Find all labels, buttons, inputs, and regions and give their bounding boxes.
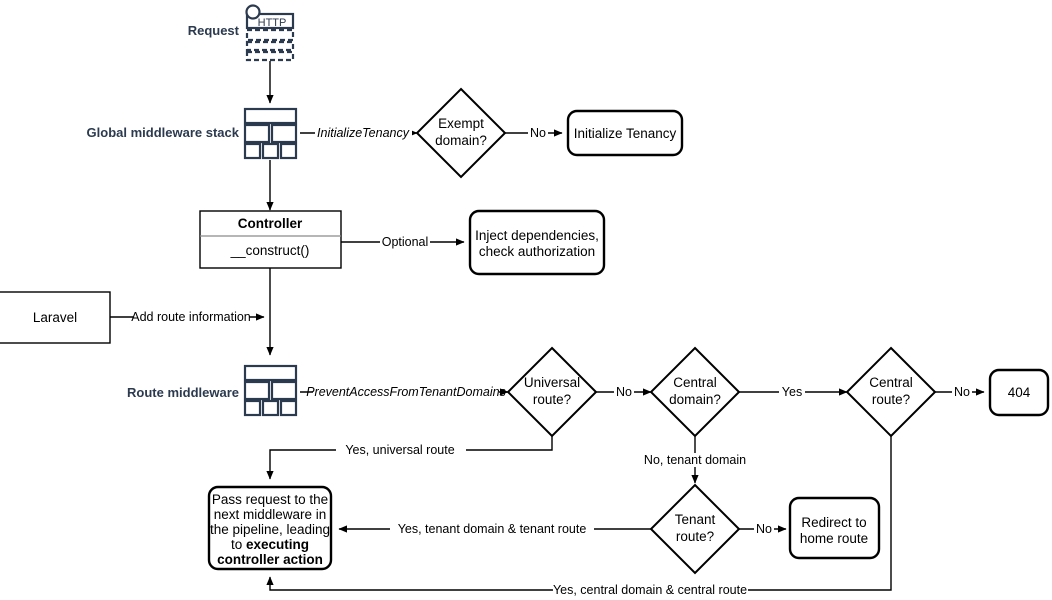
edge-label-initialize-tenancy: InitializeTenancy xyxy=(317,126,410,140)
edge-label-prevent-access: PreventAccessFromTenantDomains xyxy=(306,385,506,399)
node-inject-dependencies-line1: Inject dependencies, xyxy=(475,228,599,243)
node-redirect-home-line2: home route xyxy=(800,531,868,546)
node-controller-title: Controller xyxy=(238,216,303,231)
node-pass-request-line4-bold: executing xyxy=(246,537,309,552)
decision-tenant-route-line1: Tenant xyxy=(675,512,716,527)
node-pass-request-line1: Pass request to the xyxy=(212,492,328,507)
global-middleware-stack-icon xyxy=(243,107,298,160)
decision-exempt-domain-line2: domain? xyxy=(435,133,487,148)
label-route-middleware: Route middleware xyxy=(127,385,239,400)
route-middleware-stack-icon xyxy=(243,364,298,417)
http-request-icon xyxy=(245,4,295,62)
decision-central-route-line1: Central xyxy=(869,375,913,390)
decision-central-route-line2: route? xyxy=(872,392,910,407)
decision-central-domain-line2: domain? xyxy=(669,392,721,407)
edge-label-yes-tenant-domain-tenant-route: Yes, tenant domain & tenant route xyxy=(398,522,587,536)
edge-label-optional: Optional xyxy=(382,235,429,249)
node-404[interactable] xyxy=(988,368,1050,417)
edge-label-yes-central-domain-central-route: Yes, central domain & central route xyxy=(553,583,747,597)
node-inject-dependencies[interactable] xyxy=(468,209,606,276)
node-pass-request[interactable] xyxy=(207,485,333,571)
node-redirect-home-route[interactable] xyxy=(788,496,881,560)
decision-universal-route-line2: route? xyxy=(533,392,571,407)
edge-label-central-domain-yes: Yes xyxy=(782,385,802,399)
http-badge-label: HTTP xyxy=(258,17,287,29)
edge-label-central-route-no: No xyxy=(954,385,970,399)
node-pass-request-line3: the pipeline, leading xyxy=(210,522,330,537)
node-pass-request-line5: controller action xyxy=(217,552,323,567)
edge-label-exempt-no: No xyxy=(530,126,546,140)
decision-exempt-domain-line1: Exempt xyxy=(438,116,484,131)
node-initialize-tenancy[interactable] xyxy=(566,109,684,157)
label-global-middleware-stack: Global middleware stack xyxy=(87,125,240,140)
node-laravel[interactable] xyxy=(0,291,111,344)
edge-label-yes-universal-route: Yes, universal route xyxy=(345,443,454,457)
edge-label-no-tenant-domain: No, tenant domain xyxy=(644,453,746,467)
node-404-label: 404 xyxy=(1008,385,1031,400)
edge-label-tenant-route-no: No xyxy=(756,522,772,536)
node-controller-method: __construct() xyxy=(230,243,310,258)
node-controller[interactable] xyxy=(199,210,342,269)
decision-central-domain-line1: Central xyxy=(673,375,717,390)
node-laravel-label: Laravel xyxy=(33,310,77,325)
node-initialize-tenancy-label: Initialize Tenancy xyxy=(574,126,677,141)
decision-tenant-route-line2: route? xyxy=(676,529,714,544)
decision-tenant-route[interactable] xyxy=(649,483,741,575)
node-pass-request-line4: to executing xyxy=(231,537,309,552)
edge-label-universal-no: No xyxy=(616,385,632,399)
node-pass-request-line4-plain: to xyxy=(231,537,246,552)
decision-universal-route-line1: Universal xyxy=(524,375,580,390)
decision-exempt-domain[interactable] xyxy=(415,87,507,179)
node-redirect-home-line1: Redirect to xyxy=(801,515,866,530)
node-inject-dependencies-line2: check authorization xyxy=(479,244,595,259)
node-pass-request-line2: next middleware in xyxy=(214,507,327,522)
edge-label-add-route-information: Add route information xyxy=(131,310,251,324)
label-request: Request xyxy=(188,23,240,38)
